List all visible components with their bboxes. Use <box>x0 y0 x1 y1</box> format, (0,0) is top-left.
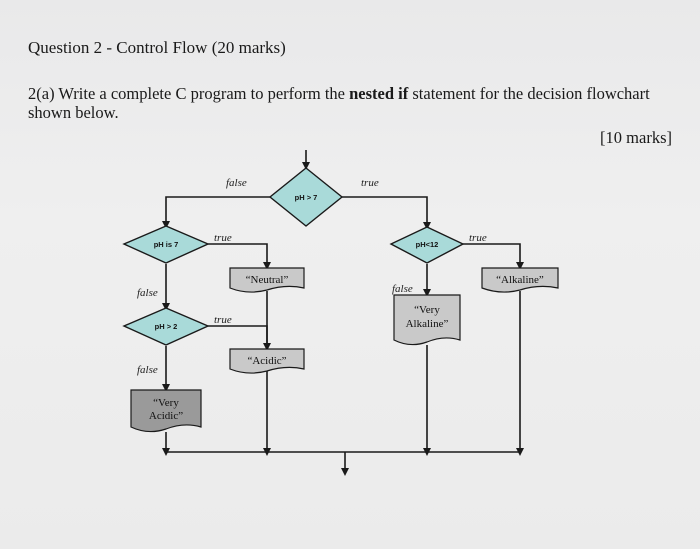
question-text-suffix: statement for the decision flowchart sho… <box>28 84 650 122</box>
question-text-prefix: 2(a) Write a complete C program to perfo… <box>28 84 350 103</box>
question-text-bold: nested if <box>349 84 409 103</box>
decision-ph-gt-2-label: pH > 2 <box>155 322 178 331</box>
branch-lt12-true: true <box>469 232 487 244</box>
output-very-alkaline-line2: Alkaline” <box>406 318 449 330</box>
output-neutral-label: “Neutral” <box>246 274 289 286</box>
output-very-acidic: “Very Acidic” <box>130 389 202 433</box>
output-very-acidic-line2: Acidic” <box>149 410 183 422</box>
output-acidic-label: “Acidic” <box>247 355 286 367</box>
decision-ph-is-7-label: pH is 7 <box>154 240 179 249</box>
output-alkaline: “Alkaline” <box>481 267 559 293</box>
decision-ph-gt-7: pH > 7 <box>268 167 344 227</box>
output-very-acidic-line1: “Very <box>153 397 179 409</box>
output-neutral: “Neutral” <box>229 267 305 293</box>
flow-lines <box>162 150 524 476</box>
branch-top-false: false <box>226 177 247 189</box>
output-very-alkaline-line1: “Very <box>414 304 440 316</box>
question-title: Question 2 - Control Flow (20 marks) <box>28 38 286 57</box>
decision-ph-gt-7-label: pH > 7 <box>295 193 318 202</box>
decision-ph-lt-12-label: pH<12 <box>416 240 439 249</box>
decision-ph-lt-12: pH<12 <box>389 226 465 264</box>
decision-ph-gt-2: pH > 2 <box>122 307 210 346</box>
branch-lt12-false: false <box>392 283 413 295</box>
output-acidic: “Acidic” <box>229 348 305 374</box>
branch-gt2-false: false <box>137 364 158 376</box>
question-text: 2(a) Write a complete C program to perfo… <box>28 84 678 122</box>
output-very-alkaline: “Very Alkaline” <box>393 294 461 346</box>
decision-ph-is-7: pH is 7 <box>122 225 210 264</box>
branch-top-true: true <box>361 177 379 189</box>
output-alkaline-label: “Alkaline” <box>496 274 544 286</box>
branch-is7-false: false <box>137 287 158 299</box>
branch-is7-true: true <box>214 232 232 244</box>
marks-label: [10 marks] <box>600 128 672 147</box>
branch-gt2-true: true <box>214 314 232 326</box>
